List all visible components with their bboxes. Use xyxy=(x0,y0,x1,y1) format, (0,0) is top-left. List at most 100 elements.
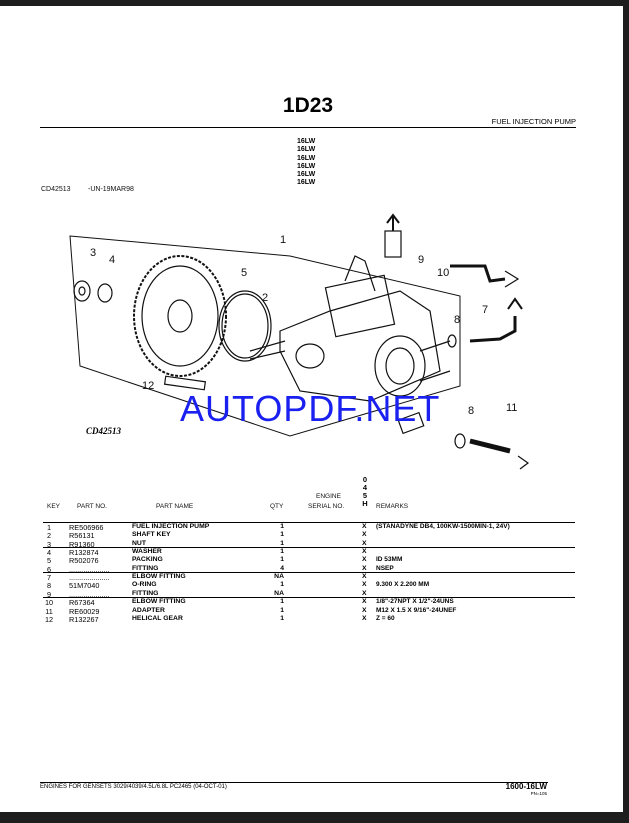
cell-part-no: R132874 xyxy=(69,548,99,558)
cell-remarks: 9.300 X 2.200 MM xyxy=(376,581,430,589)
cell-remarks: NSEP xyxy=(376,564,394,572)
table-row: 7.................... ELBOW FITTING NA X xyxy=(0,573,623,583)
header-part-no: PART NO. xyxy=(77,503,107,510)
cell-part-no: 51M7040 xyxy=(69,581,100,591)
catalog-page: 1D23 FUEL INJECTION PUMP 16LW 16LW 16LW … xyxy=(0,6,623,812)
model-code: 16LW xyxy=(297,162,316,170)
column-code: 0 4 5 H xyxy=(362,476,368,508)
cell-qty: 1 xyxy=(280,523,284,530)
callout-8b: 8 xyxy=(468,405,474,417)
fittings xyxy=(163,213,530,470)
cell-qty: NA xyxy=(274,573,284,581)
cell-qty: 1 xyxy=(280,548,284,556)
callout-12: 12 xyxy=(142,380,154,392)
cell-x: X xyxy=(362,573,367,581)
column-code-char: 0 xyxy=(362,475,368,484)
cell-remarks: M12 X 1.5 X 9/16"-24UNEF xyxy=(376,606,457,614)
cell-name: WASHER xyxy=(132,548,162,556)
cell-key: 8 xyxy=(46,581,52,591)
footer-rule xyxy=(40,782,548,783)
watermark: AUTOPDF.NET xyxy=(180,388,441,429)
cell-remarks: (STANADYNE DB4, 100KW-1500MIN-1, 24V) xyxy=(376,523,510,530)
cell-part-no: R132267 xyxy=(69,614,99,624)
cell-remarks: ID 53MM xyxy=(376,556,403,564)
callout-11: 11 xyxy=(506,402,517,414)
callout-8: 8 xyxy=(454,314,460,326)
cell-x: X xyxy=(362,539,367,547)
callout-7: 7 xyxy=(482,304,488,316)
cell-qty: 1 xyxy=(280,556,284,564)
exploded-diagram: 1 2 3 4 5 7 8 8 9 10 11 12 xyxy=(69,213,530,470)
callout-9: 9 xyxy=(418,254,424,266)
pump-body xyxy=(249,255,451,402)
column-code-char: 4 xyxy=(362,483,368,492)
cell-x: X xyxy=(362,598,367,606)
cell-key: 10 xyxy=(44,598,54,608)
cell-qty: 1 xyxy=(280,606,284,614)
cell-qty: 1 xyxy=(280,581,284,589)
packing-ring xyxy=(218,290,272,362)
cell-qty: 1 xyxy=(280,598,284,606)
header-key: KEY xyxy=(47,503,61,510)
cell-x: X xyxy=(362,589,367,597)
cell-part-no: RE506966 xyxy=(69,523,104,532)
column-code-char: 5 xyxy=(362,491,368,500)
header-engine: ENGINE xyxy=(316,493,341,500)
model-code: 16LW xyxy=(297,138,316,145)
cell-key: 7 xyxy=(46,573,52,583)
cell-name: HELICAL GEAR xyxy=(132,614,183,622)
cell-name: ELBOW FITTING xyxy=(132,598,186,606)
section-subtitle: FUEL INJECTION PUMP xyxy=(491,117,576,126)
cell-part-no: R502076 xyxy=(69,556,99,566)
header-part-name: PART NAME xyxy=(156,503,194,510)
cell-key: 5 xyxy=(46,556,52,566)
cell-key: 6 xyxy=(46,564,52,574)
callout-5: 5 xyxy=(241,267,247,279)
model-code: 16LW xyxy=(297,179,316,187)
callout-3: 3 xyxy=(90,247,96,259)
cell-x: X xyxy=(362,548,367,556)
cell-x: X xyxy=(362,581,367,589)
cell-x: X xyxy=(362,564,367,572)
model-codes: 16LW 16LW 16LW 16LW 16LW 16LW xyxy=(297,138,315,188)
header-rule xyxy=(40,127,576,128)
cell-qty: 1 xyxy=(280,531,284,539)
cell-qty: 4 xyxy=(280,564,284,572)
page-title: 1D23 xyxy=(282,94,334,117)
model-code: 16LW xyxy=(297,146,316,154)
cell-x: X xyxy=(362,523,367,530)
table-rule xyxy=(43,572,575,573)
cell-part-no: R91360 xyxy=(69,539,95,549)
model-code: 16LW xyxy=(297,154,316,162)
cell-remarks: Z = 60 xyxy=(376,614,395,622)
cell-part-no: .................... xyxy=(69,589,110,599)
cell-x: X xyxy=(362,606,367,614)
footer-text: ENGINES FOR GENSETS 3029/4039/4.5L/6.8L … xyxy=(40,784,227,790)
cell-part-no: .................... xyxy=(69,573,110,583)
cell-x: X xyxy=(362,556,367,564)
cell-part-no: .................... xyxy=(69,564,110,574)
cell-name: PACKING xyxy=(132,556,163,564)
table-row: 5 R502076 PACKING 1 X ID 53MM xyxy=(0,556,623,566)
table-row: 8 51M7040 O-RING 1 X 9.300 X 2.200 MM xyxy=(0,581,623,591)
callout-10: 10 xyxy=(437,267,449,279)
cell-remarks: 1/8"-27NPT X 1/2"-24UNS xyxy=(376,598,454,606)
figure-date: -UN-19MAR98 xyxy=(88,186,134,193)
cell-key: 9 xyxy=(46,589,52,599)
cell-name: O-RING xyxy=(132,581,157,589)
cell-part-no: R56131 xyxy=(69,531,95,541)
cell-key: 11 xyxy=(45,606,53,616)
cell-x: X xyxy=(362,614,367,622)
cell-qty: 1 xyxy=(280,614,284,622)
table-rule xyxy=(43,597,575,598)
helical-gear xyxy=(133,255,227,377)
cell-name: NUT xyxy=(132,539,146,547)
cell-name: ELBOW FITTING xyxy=(132,573,186,581)
